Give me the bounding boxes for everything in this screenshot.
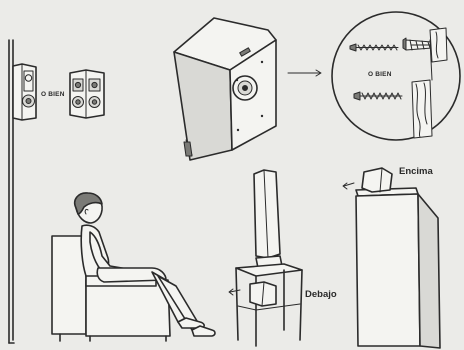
wood-screw-icon xyxy=(353,91,403,101)
or-label-wall: O BIEN xyxy=(41,91,65,98)
wall-section-icon xyxy=(411,27,448,139)
speaker-back-view xyxy=(173,17,277,161)
arrow-to-detail xyxy=(287,69,322,77)
on-top-label: Encima xyxy=(399,166,433,177)
cabinet-with-speaker xyxy=(342,167,441,349)
screw-detail-circle xyxy=(331,11,461,141)
wall-speaker-side-view xyxy=(12,63,37,121)
or-label-screws: O BIEN xyxy=(368,71,392,78)
armchair xyxy=(51,235,171,342)
underneath-label: Debajo xyxy=(305,289,337,300)
wood-screw-icon xyxy=(349,43,399,52)
freestanding-speaker xyxy=(69,69,105,119)
tv-on-stand xyxy=(228,169,303,347)
seated-person xyxy=(73,192,216,337)
